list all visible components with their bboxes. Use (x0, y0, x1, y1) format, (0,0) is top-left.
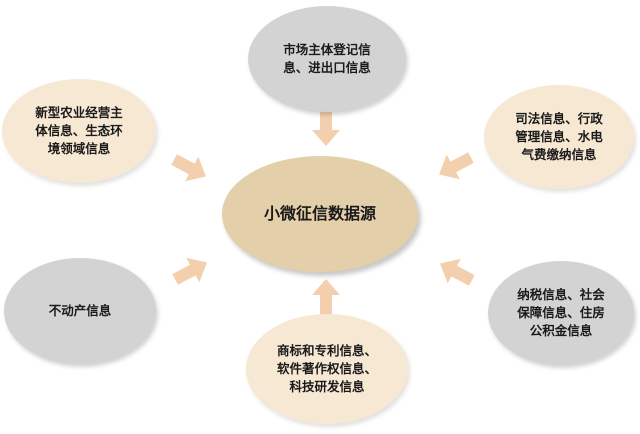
node-bottom-right-label: 纳税信息、社会 保障信息、住房 公积金信息 (517, 287, 605, 338)
node-top-right-label: 司法信息、行政 管理信息、水电 气费缴纳信息 (515, 111, 603, 162)
node-bottom: 商标和专利信息、 软件著作权信息、 科技研发信息 (246, 314, 408, 424)
node-bottom-label: 商标和专利信息、 软件著作权信息、 科技研发信息 (276, 343, 377, 394)
node-bottom-right: 纳税信息、社会 保障信息、住房 公积金信息 (488, 261, 634, 365)
arrow-from-bottom-right (440, 258, 475, 286)
arrow-from-top-right (439, 152, 474, 180)
node-top-label: 市场主体登记信 息、进出口信息 (283, 42, 371, 75)
node-top: 市场主体登记信 息、进出口信息 (248, 6, 406, 112)
arrow-from-top (312, 110, 340, 146)
node-bottom-left: 不动产信息 (4, 258, 156, 364)
center-node: 小微征信数据源 (222, 156, 418, 272)
node-bottom-left-label: 不动产信息 (48, 303, 112, 318)
arrow-from-top-left (171, 154, 206, 182)
node-top-left: 新型农业经营主 体信息、生态环 境领域信息 (2, 79, 156, 183)
node-top-right: 司法信息、行政 管理信息、水电 气费缴纳信息 (484, 85, 634, 189)
arrow-from-bottom (312, 279, 340, 315)
arrow-from-bottom-left (172, 257, 207, 285)
node-top-left-label: 新型农业经营主 体信息、生态环 境领域信息 (35, 105, 123, 156)
center-label: 小微征信数据源 (263, 204, 376, 223)
